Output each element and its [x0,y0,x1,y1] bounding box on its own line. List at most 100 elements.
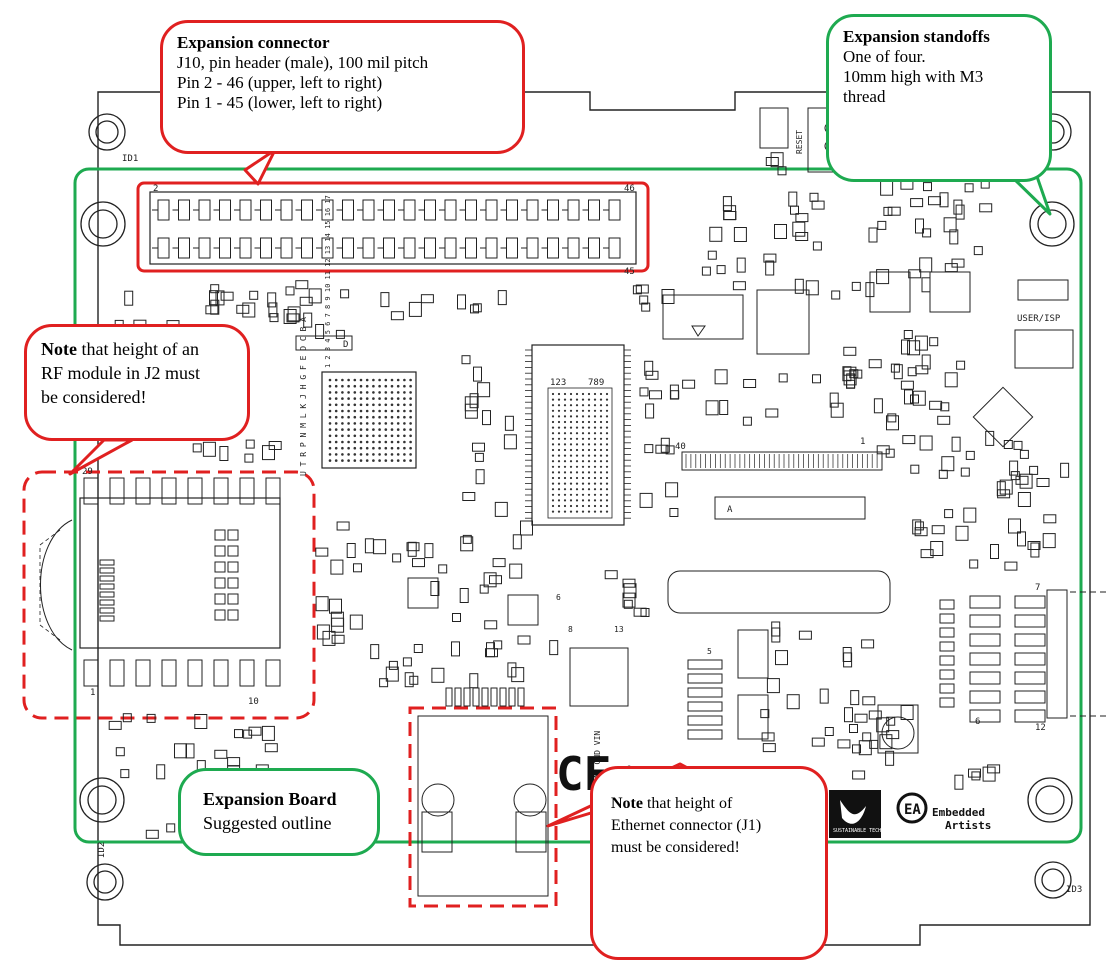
small-13-label: 13 [614,625,624,634]
smd-part [887,206,901,216]
smd-part [921,354,931,370]
smd-part [632,285,642,295]
smd-part [248,726,262,736]
smd-part [893,364,903,380]
rf-pad [213,659,229,687]
smd-part [665,445,675,455]
header-pin [280,237,293,259]
smd-part [971,771,981,781]
smd-part [831,290,841,300]
smd-part [469,393,479,409]
smd-part [194,714,208,729]
bga-chip: D [295,335,417,469]
smd-part [214,749,228,759]
smd-part [406,542,420,552]
smd-part [122,713,132,723]
small-5-label: 5 [707,647,712,656]
smd-part [353,563,362,573]
header-pin [444,237,457,259]
header-pin [383,237,395,259]
smd-part [812,374,821,384]
smd-part [929,400,943,410]
eth-note-first: that height of [642,795,733,812]
header-pin [526,199,539,221]
smd-part [645,403,655,419]
smd-part [120,769,130,779]
smd-part [475,469,485,485]
rf-pad [109,477,125,505]
eth-note-bold: Note [611,795,643,812]
smd-part [890,363,900,373]
smd-part [661,289,675,304]
header-pin [608,199,621,221]
smd-part [910,394,919,404]
rf-pad [265,477,281,505]
expansion-connector-title: Expansion connector [177,33,330,52]
header-pin [239,199,252,221]
mount-hole-br [1034,861,1072,899]
rf-pad [265,659,281,687]
smd-part [268,302,278,318]
smd-part [364,538,374,554]
smd-part [775,650,788,666]
smd-part [951,436,961,452]
smd-part [861,639,875,649]
smd-part [124,290,134,306]
small-8-label: 8 [568,625,573,634]
smd-part [210,284,220,294]
smd-part [923,182,932,192]
header-pin [383,199,395,221]
smd-part [877,220,887,230]
right-pad [1014,633,1046,647]
header-pin [280,199,293,221]
smd-part [733,227,747,242]
rf-pad [187,659,203,687]
smd-part [809,192,819,202]
smd-part [209,290,218,306]
smd-part [286,313,300,323]
smd-part [929,337,939,347]
smd-part [644,444,654,454]
header-pin [424,237,436,259]
smd-part [404,672,414,688]
smd-part [910,198,924,208]
expansion-standoffs-line-2: 10mm high with M3 [843,67,984,86]
right-pad [1014,652,1046,666]
smd-part [108,720,122,730]
smd-part [760,709,770,719]
right-pad [1014,614,1046,628]
ethernet-note-callout: Note that height of Ethernet connector (… [590,766,828,960]
smd-part [623,599,633,609]
smd-part [639,295,649,305]
header-body [149,191,637,265]
smd-part [315,324,325,339]
smd-part [885,448,895,458]
smd-part [786,694,800,710]
smd-part [885,750,895,766]
smd-part [849,724,858,733]
smd-part [953,199,963,215]
smd-part [633,607,647,617]
smd-part [842,647,852,662]
proc-cols-a: 123 [550,378,566,388]
right-pad [969,652,1001,666]
smd-part [985,430,995,446]
smd-part [1060,462,1070,478]
smd-part [283,309,297,324]
smd-part [494,501,508,517]
smd-part [919,257,933,273]
smd-part [185,743,195,759]
rf-module-j2: 29 1 10 [22,467,316,720]
smd-part [955,525,969,541]
smd-part [868,359,882,369]
smd-part [315,596,329,612]
header-pin [403,199,416,221]
smd-part [424,543,434,559]
smd-part [669,508,679,517]
smd-part [887,413,897,423]
rf-pad [161,477,177,505]
rf-module-note-callout: Note that height of an RF module in J2 m… [24,324,250,441]
embedded-artists-logo: EA Embedded Artists [896,792,991,832]
smd-part [402,657,412,667]
right-pad [1014,671,1046,685]
